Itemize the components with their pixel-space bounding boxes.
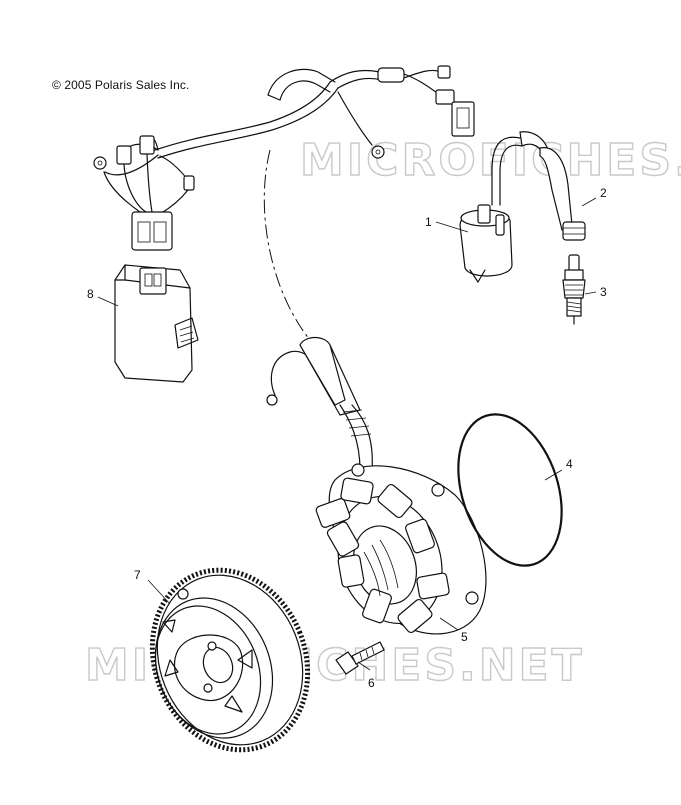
stator-lead [266,336,373,471]
callout-5: 5 [461,630,468,644]
callout-4: 4 [566,457,573,471]
watermark-top: MICROFICHES.NET [300,135,681,186]
assembly-line [263,149,311,341]
copyright-notice: © 2005 Polaris Sales Inc. [52,78,190,92]
cdi-box [114,264,199,383]
spark-plug [562,254,586,325]
spark-plug-cap [539,147,586,241]
stator [315,463,487,635]
callout-leaders [97,197,597,671]
o-ring [457,413,563,567]
callout-6: 6 [368,676,375,690]
callout-1: 1 [425,215,432,229]
callout-7: 7 [134,568,141,582]
wire-harness [93,65,475,251]
callout-8: 8 [87,287,94,301]
ignition-coil [459,131,549,283]
flywheel [149,567,311,753]
callout-2: 2 [600,186,607,200]
callout-3: 3 [600,285,607,299]
bolt [335,641,385,675]
